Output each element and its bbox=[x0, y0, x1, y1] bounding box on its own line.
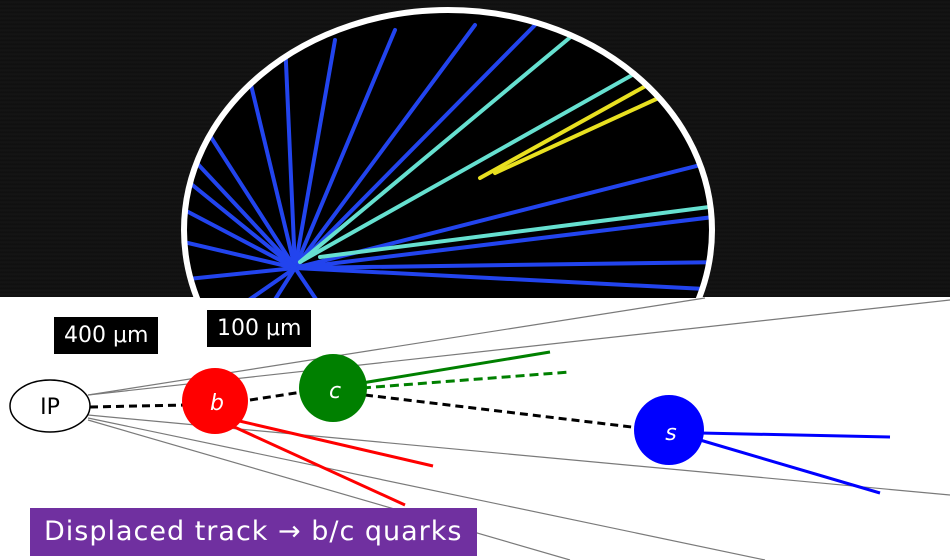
b-track bbox=[234, 418, 434, 468]
inset-track bbox=[293, 260, 712, 270]
inset-track bbox=[184, 266, 297, 282]
scale-label-100: 100 μm bbox=[207, 310, 312, 347]
c-vertex-label: c bbox=[329, 379, 341, 404]
cone-line-lower-2 bbox=[87, 417, 766, 560]
ip-node: IP bbox=[9, 379, 91, 433]
b-track bbox=[229, 423, 406, 507]
caption-box: Displaced track → b/c quarks bbox=[30, 508, 477, 556]
ip-ellipse bbox=[9, 379, 91, 433]
c-to-s-path bbox=[364, 393, 641, 430]
s-tracks bbox=[699, 431, 891, 495]
ip-to-b-path bbox=[89, 403, 186, 409]
inset-track bbox=[298, 23, 587, 264]
scale-label-400: 400 μm bbox=[54, 317, 159, 354]
inset-cyan-tracks bbox=[298, 23, 712, 264]
cone-line-lower-3 bbox=[87, 419, 571, 560]
inset-track bbox=[293, 38, 337, 270]
inset-blue-tracks bbox=[184, 18, 712, 322]
inset-track bbox=[478, 76, 662, 180]
inset-track bbox=[318, 203, 712, 259]
inset-track bbox=[293, 28, 397, 270]
b-vertex-circle bbox=[182, 368, 248, 434]
inset-track bbox=[493, 93, 667, 175]
inset-track bbox=[243, 58, 297, 270]
b-to-c-path bbox=[249, 390, 303, 402]
ip-label: IP bbox=[40, 395, 60, 420]
inset-track bbox=[184, 238, 297, 270]
b-vertex: b bbox=[182, 368, 248, 434]
b-vertex-label: b bbox=[210, 391, 224, 416]
inset-track bbox=[293, 18, 542, 270]
inset-track bbox=[198, 118, 297, 270]
s-track bbox=[699, 438, 881, 495]
s-track bbox=[699, 431, 891, 439]
inset-track bbox=[293, 23, 477, 270]
inset-yellow-tracks bbox=[478, 76, 667, 180]
inset-track bbox=[184, 143, 297, 270]
c-track-dashed bbox=[361, 370, 571, 390]
c-vertex: c bbox=[299, 354, 367, 422]
inset-track bbox=[293, 266, 712, 292]
c-track bbox=[361, 350, 551, 385]
b-tracks bbox=[229, 418, 434, 507]
inset-track bbox=[293, 213, 712, 270]
c-tracks bbox=[361, 350, 571, 390]
inset-track bbox=[283, 38, 297, 270]
s-vertex-circle bbox=[634, 395, 704, 465]
inset-track bbox=[298, 63, 652, 264]
inset-track bbox=[184, 173, 297, 270]
inset-track bbox=[184, 203, 297, 270]
c-vertex-circle bbox=[299, 354, 367, 422]
flight-path bbox=[89, 390, 641, 430]
s-vertex: s bbox=[634, 395, 704, 465]
s-vertex-label: s bbox=[665, 421, 676, 446]
